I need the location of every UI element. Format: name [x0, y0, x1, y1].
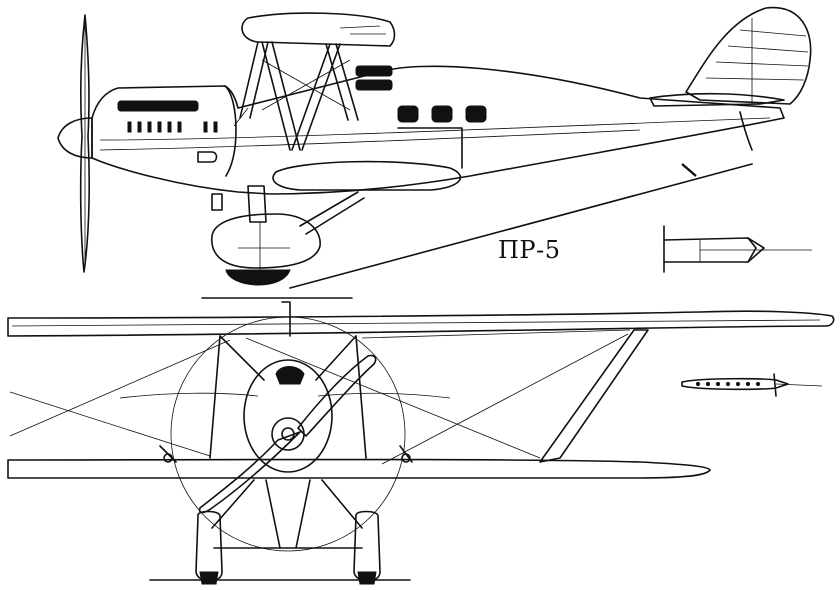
- side-view-landing-gear: [201, 185, 365, 299]
- front-view: [7, 301, 835, 585]
- spinner: [57, 117, 93, 159]
- ground-line: [289, 163, 753, 289]
- front-view-interplane-struts: [119, 329, 649, 463]
- tail-fin: [685, 6, 812, 105]
- side-view-lower-wing: [272, 160, 462, 191]
- front-view-centre-section: [209, 301, 367, 473]
- wing-tip-detail: [663, 225, 812, 273]
- cabin-windows: [355, 65, 487, 169]
- front-view-landing-gear: [149, 479, 411, 585]
- side-view-stabiliser: [649, 92, 785, 107]
- propeller-disc: [170, 316, 406, 552]
- front-view-lower-wing: [7, 458, 711, 479]
- side-view-struts: [239, 41, 359, 151]
- aircraft-designation: ПР-5: [498, 236, 561, 264]
- tail-skid: [739, 111, 753, 151]
- bracing-wires: [9, 329, 631, 465]
- front-view-fittings: [159, 445, 413, 463]
- fuselage-plan-detail: [681, 373, 823, 397]
- side-view-propeller: [79, 14, 90, 273]
- engine-cowling: [117, 85, 237, 211]
- fuselage: [91, 65, 785, 195]
- side-view-upper-wing: [241, 12, 396, 47]
- front-view-upper-wing: [7, 310, 835, 337]
- side-view: [57, 6, 812, 299]
